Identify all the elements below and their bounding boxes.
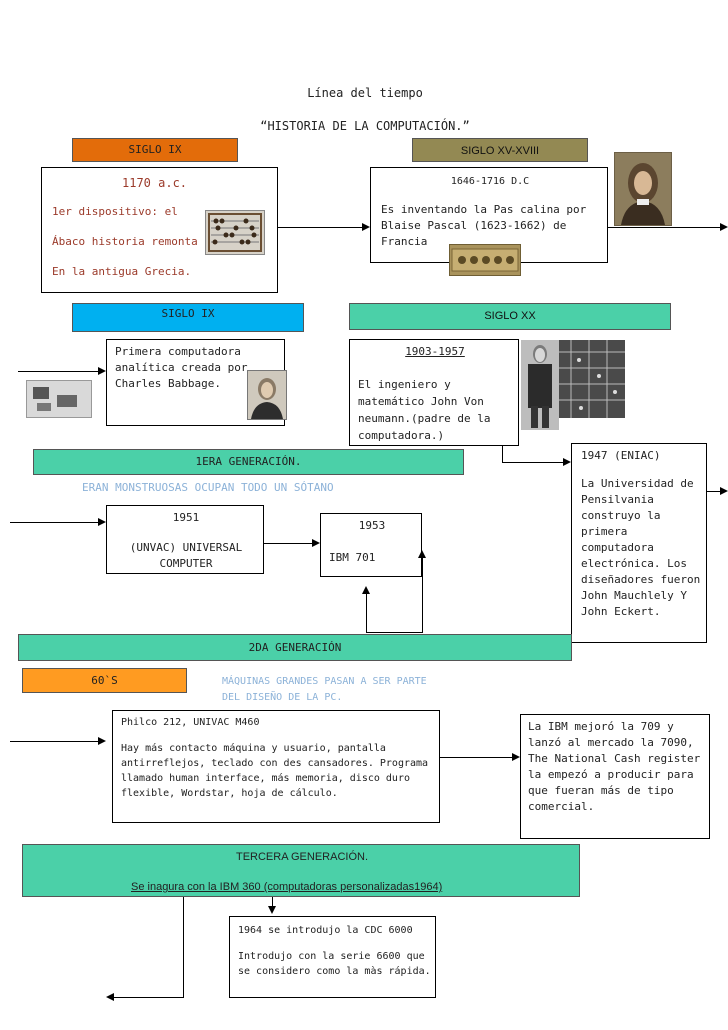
ibm-709-text: La IBM mejoró la 709 y lanzó al mercado … [528,720,701,813]
label-siglo-ix-2: SIGLO IX [72,303,304,332]
connector-vn-to-eniac [502,462,564,463]
box-1951: 1951 (UNVAC) UNIVERSAL COMPUTER [106,505,264,574]
text-1170-line3: En la antigua Grecia. [52,265,192,278]
note-gen2-line1: MÁQUINAS GRANDES PASAN A SER PARTE [222,676,427,687]
arrow-head-right-row1 [720,223,728,231]
arrow-head-1170-1646 [362,223,370,231]
text-babbage: Primera computadora analítica creada por… [115,345,248,390]
arrow-head-philco-ibm [512,753,520,761]
year-1646: 1646-1716 D.C [450,176,530,187]
label-gen2: 2DA GENERACIÓN [18,634,572,661]
text-1646: Es inventando la Pas calina por Blaise P… [381,203,587,248]
arrow-line-1951-1953 [264,543,312,544]
arrow-head-eniac [563,458,571,466]
arrow-head-bottom-left [106,993,114,1001]
year-1951: 1951 [172,511,200,524]
box-cdc-6000: 1964 se introdujo la CDC 6000 Introdujo … [229,916,436,998]
connector-bottom-down [183,897,184,997]
eniac-photo [559,340,625,418]
arrow-head-eniac-right [720,487,728,495]
arrow-head-up-1953 [362,586,370,594]
year-1170: 1170 a.c. [122,176,188,190]
abacus-image [205,210,265,255]
arrow-head-up-right [418,550,426,558]
arrow-head-into-philco [98,737,106,745]
label-gen3-bar: TERCERA GENERACIÓN. Se inagura con la IB… [22,844,580,897]
box-babbage: Primera computadora analítica creada por… [106,339,287,426]
text-von-neumann: El ingeniero y matemático John Von neuma… [358,378,491,442]
text-1951: (UNVAC) UNIVERSAL COMPUTER [129,541,243,570]
arrow-line-into-babbage [18,371,98,372]
arrow-line-gen3-cdc [272,897,273,907]
pascaline-image [449,244,521,276]
page-subtitle: “HISTORIA DE LA COMPUTACIÓN.” [260,119,470,133]
label-siglo-xv-xviii: SIGLO XV-XVIII [412,138,588,162]
arrow-line-1170-1646 [278,227,362,228]
box-philco: Philco 212, UNIVAC M460 Hay más contacto… [112,710,440,823]
babbage-portrait [247,370,287,420]
text-1170-line2: Ábaco historia remonta [52,235,198,248]
note-gen3: Se inagura con la IBM 360 (computadoras … [131,881,443,893]
note-gen2-line2: DEL DISEÑO DE LA PC. [222,692,343,703]
arrow-line-into-1951 [10,522,98,523]
arrow-head-into-babbage [98,367,106,375]
box-1953: 1953 IBM 701 [320,513,422,577]
box-ibm-709: La IBM mejoró la 709 y lanzó al mercado … [520,714,710,839]
arrow-head-1951-1953 [312,539,320,547]
philco-title: Philco 212, UNIVAC M460 [121,717,260,728]
box-1170: 1170 a.c. 1er dispositivo: el Ábaco hist… [41,167,278,293]
label-siglo-ix-1: SIGLO IX [72,138,238,162]
arrow-line-row1 [608,227,720,228]
cdc-text: Introdujo con la serie 6600 que se consi… [238,951,431,977]
note-gen1: ERAN MONSTRUOSAS OCUPAN TODO UN SÓTANO [82,481,334,494]
philco-text: Hay más contacto máquina y usuario, pant… [121,743,429,799]
connector-gen2-up-left [366,594,367,632]
arrow-head-into-1951 [98,518,106,526]
box-eniac: 1947 (ENIAC) La Universidad de Pensilvan… [571,443,707,643]
connector-gen2-up-right [422,558,423,633]
pascal-portrait [614,152,672,226]
arrow-line-philco-ibm [440,757,512,758]
arrow-line-into-philco [10,741,98,742]
label-gen1: 1ERA GENERACIÓN. [33,449,464,475]
label-siglo-xx: SIGLO XX [349,303,671,330]
cdc-title: 1964 se introdujo la CDC 6000 [238,925,413,936]
arrow-head-gen3-cdc [268,906,276,914]
connector-gen2-horizontal [366,632,423,633]
box-von-neumann: 1903-1957 El ingeniero y matemático John… [349,339,519,446]
box-1646: 1646-1716 D.C Es inventando la Pas calin… [370,167,608,276]
text-1953: IBM 701 [329,551,376,564]
label-gen3: TERCERA GENERACIÓN. [235,851,369,863]
label-60s: 60`S [22,668,187,693]
year-1903: 1903-1957 [405,345,465,358]
connector-vn-down [502,446,503,462]
eniac-year: 1947 (ENIAC) [581,449,661,462]
von-neumann-photo [521,340,559,430]
year-1953: 1953 [358,519,386,532]
babbage-machine-image [26,380,92,418]
eniac-text: La Universidad de Pensilvania construyo … [581,477,701,618]
arrow-line-eniac-right [707,491,721,492]
text-1170-line1: 1er dispositivo: el [52,205,178,218]
connector-bottom-left [114,997,184,998]
page-title: Línea del tiempo [307,86,423,100]
